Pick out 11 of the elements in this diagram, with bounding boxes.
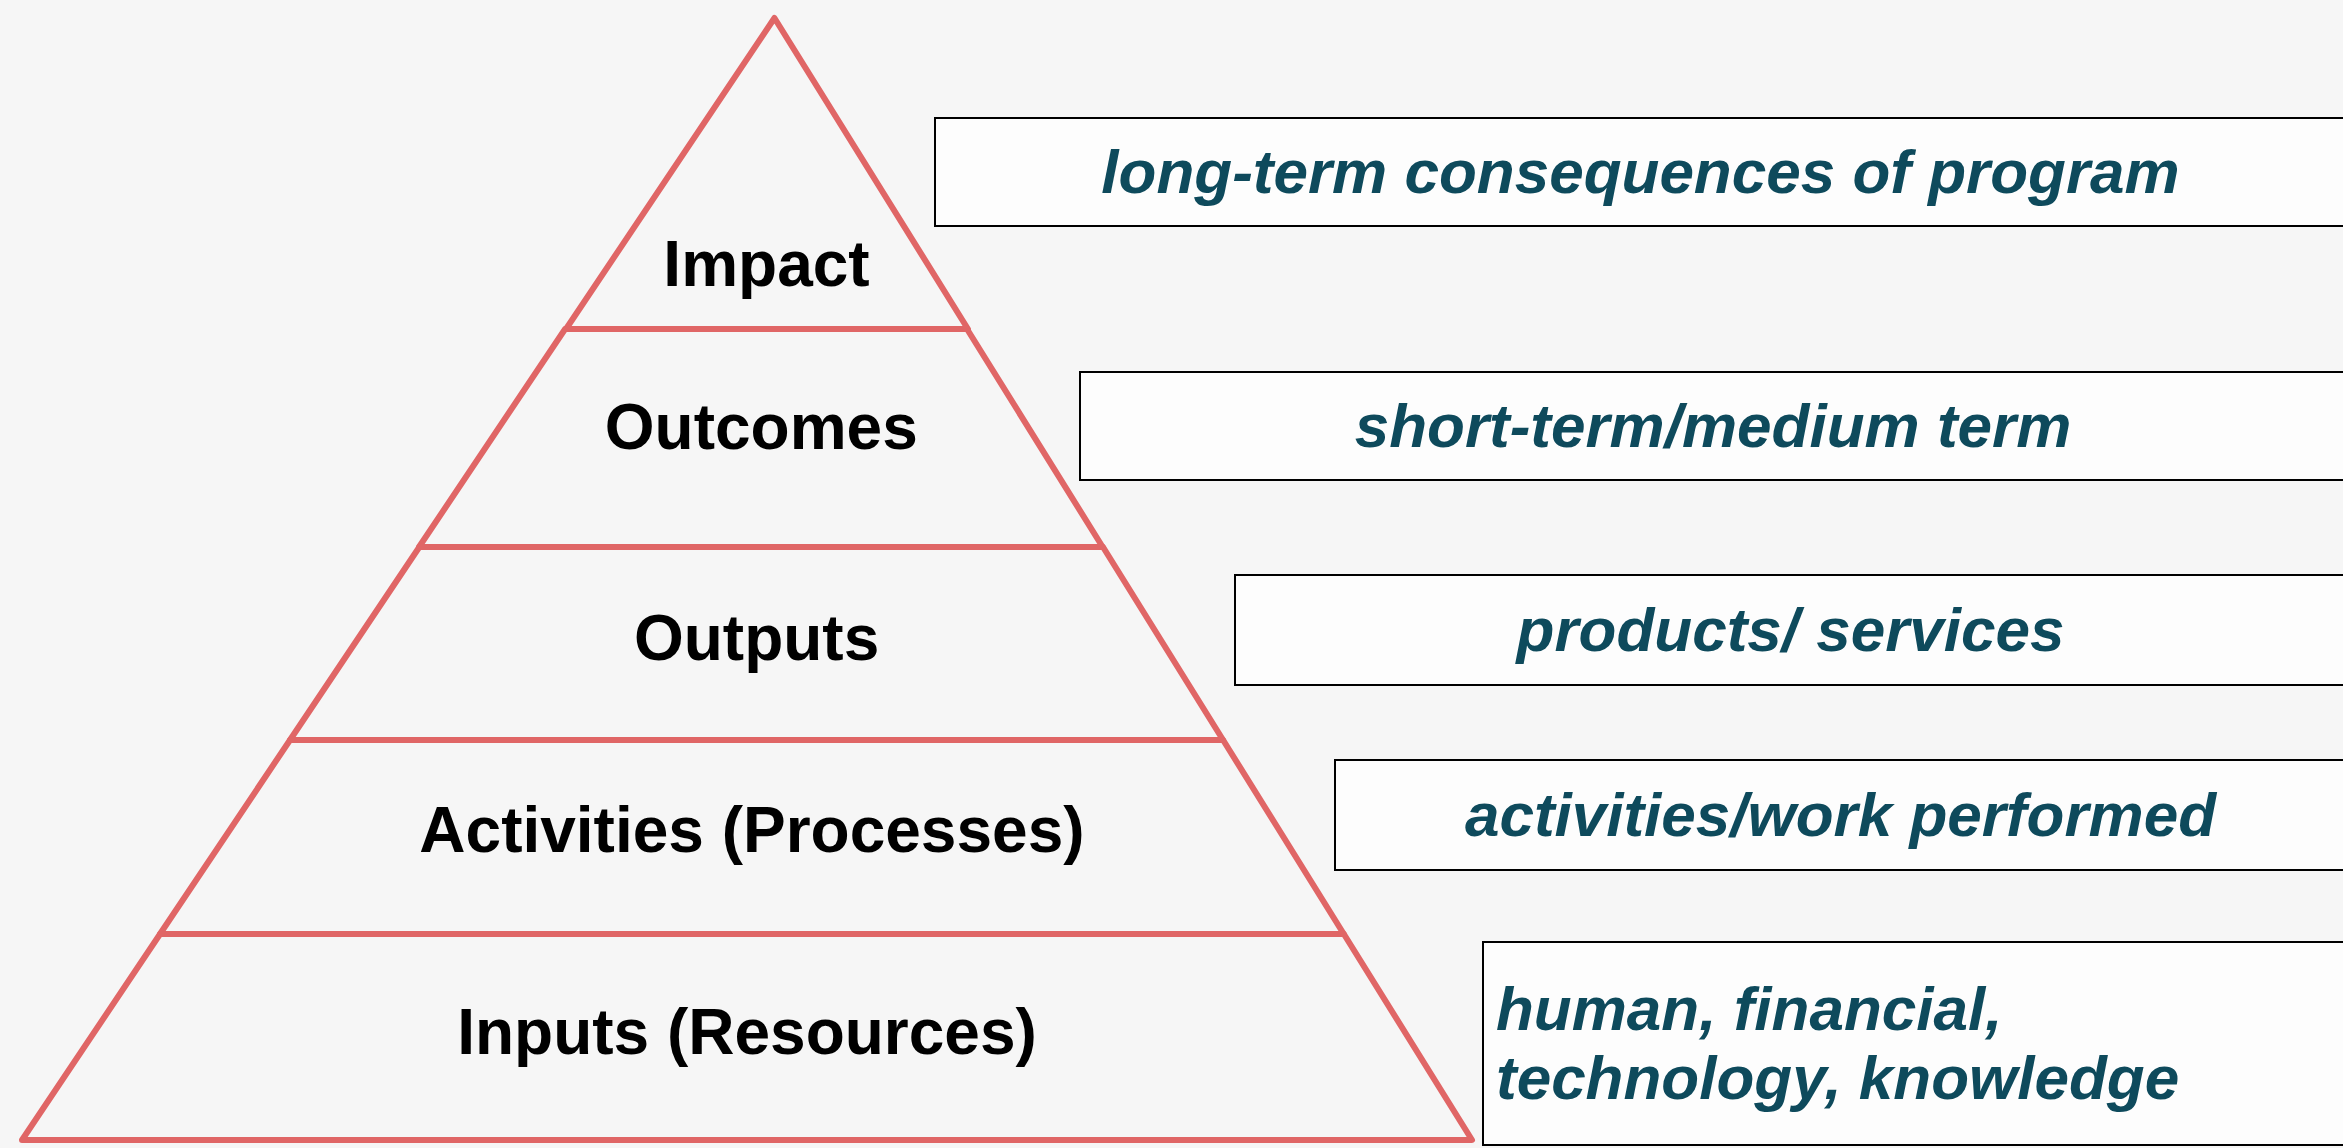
description-text: short-term/medium term bbox=[1354, 391, 2072, 461]
description-text: activities/work performed bbox=[1464, 780, 2217, 850]
description-text: long-term consequences of program bbox=[1101, 137, 2180, 207]
description-box bbox=[1234, 574, 2343, 686]
description-box bbox=[1334, 759, 2343, 871]
level-label: Outcomes bbox=[603, 395, 919, 459]
description-text: human, financial, technology, knowledge bbox=[1496, 975, 2181, 1112]
description-box bbox=[1482, 941, 2343, 1146]
description-text: products/ services bbox=[1516, 595, 2065, 665]
description-box bbox=[934, 117, 2343, 227]
description-box bbox=[1079, 371, 2343, 481]
